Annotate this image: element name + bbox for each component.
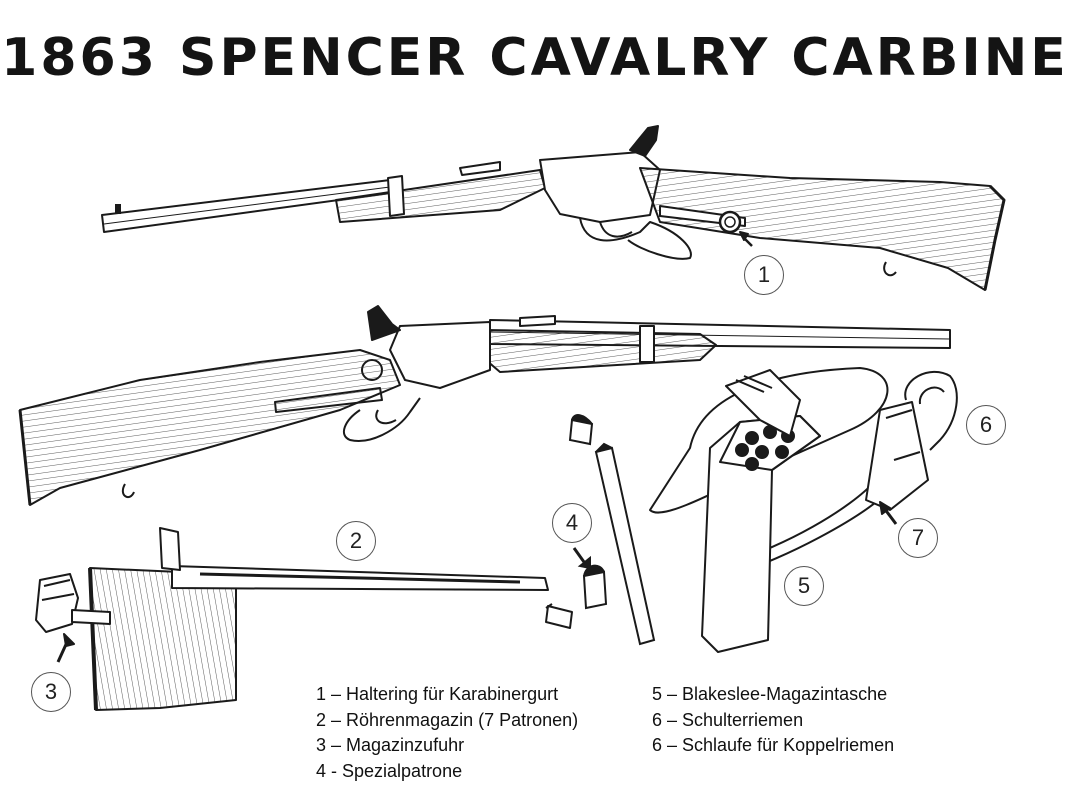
carbine-top-view <box>101 125 1006 291</box>
callout-5: 5 <box>784 566 824 606</box>
carbine-side-view <box>18 305 951 506</box>
callout-6: 6 <box>966 405 1006 445</box>
callout-2: 2 <box>336 521 376 561</box>
page-title: 1863 SPENCER CAVALRY CARBINE <box>1 28 1069 88</box>
magazine-tube-assembly <box>35 527 573 711</box>
legend-item: 2 – Röhrenmagazin (7 Patronen) <box>316 709 579 730</box>
callout-1: 1 <box>744 255 784 295</box>
blakeslee-cartridge-box <box>649 367 891 653</box>
callout-4: 4 <box>552 503 592 543</box>
legend-right-column: 5 – Blakeslee-Magazintasche 6 – Schulter… <box>652 682 894 759</box>
legend-item: 1 – Haltering für Karabinergurt <box>316 684 559 704</box>
legend-item: 4 - Spezialpatrone <box>316 760 463 781</box>
legend-item: 6 – Schulterriemen <box>652 709 804 730</box>
legend-item: 6 – Schlaufe für Koppelriemen <box>652 735 895 755</box>
legend-item: 3 – Magazinzufuhr <box>316 735 465 755</box>
legend-item: 5 – Blakeslee-Magazintasche <box>652 684 888 704</box>
legend-left-column: 1 – Haltering für Karabinergurt 2 – Röhr… <box>316 682 578 784</box>
shoulder-strap-loop <box>865 370 958 525</box>
callout-7: 7 <box>898 518 938 558</box>
callout-3: 3 <box>31 672 71 712</box>
cartridges <box>568 414 656 646</box>
